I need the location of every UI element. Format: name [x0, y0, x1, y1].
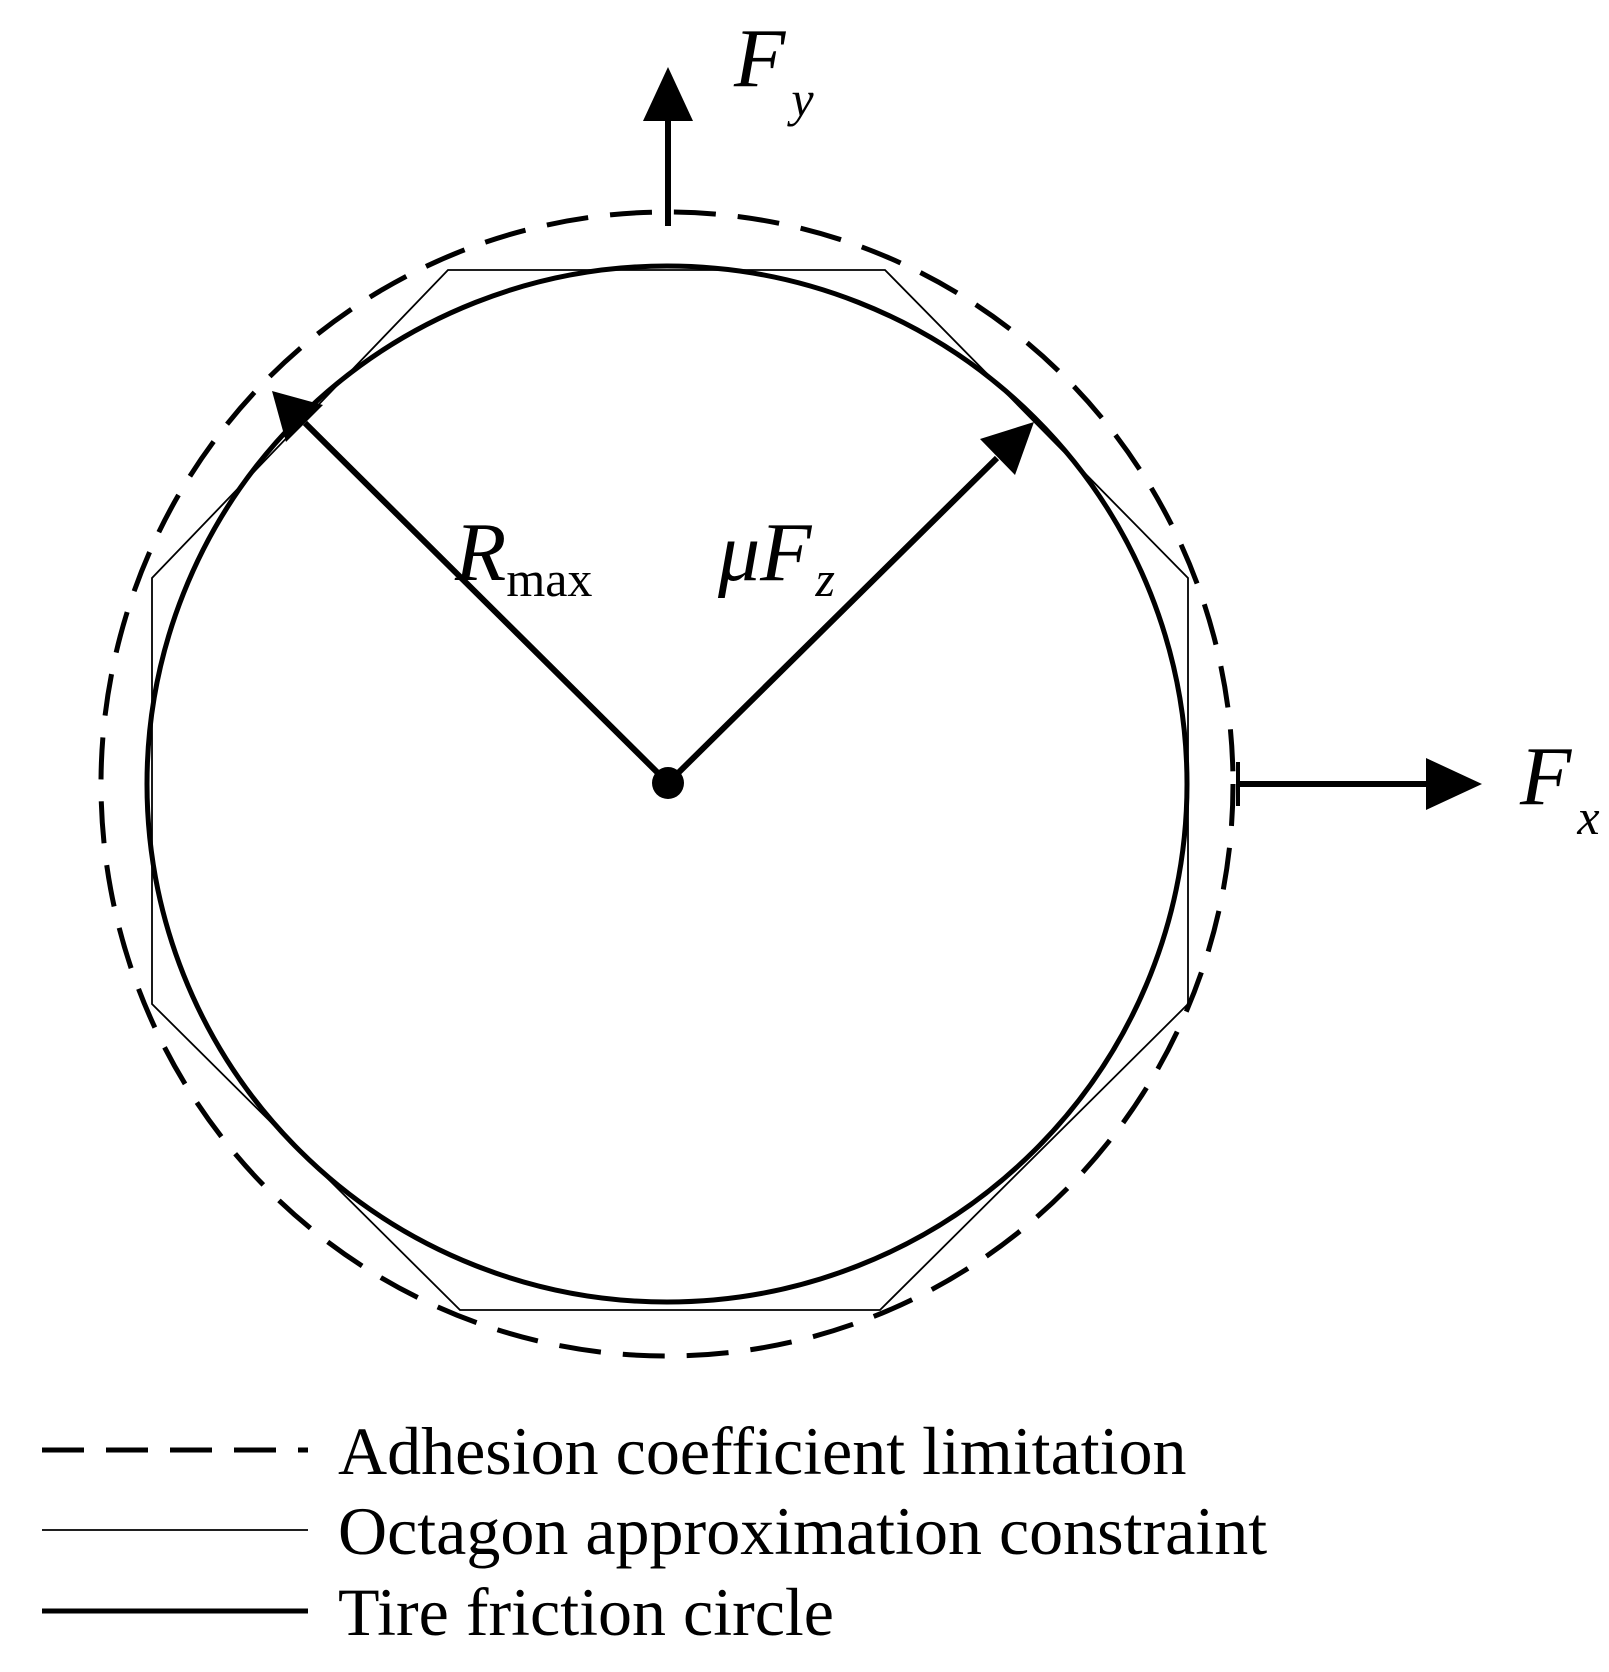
fx-arrowhead — [1426, 758, 1482, 810]
fx-label-sub: x — [1576, 789, 1599, 845]
mufz-label-mu: μ — [717, 506, 760, 599]
rmax-arrowhead — [272, 391, 323, 442]
legend: Adhesion coefficient limitation Octagon … — [42, 1413, 1267, 1650]
rmax-label-main: R — [454, 506, 506, 599]
rmax-label: Rmax — [454, 506, 592, 607]
rmax-label-sub: max — [506, 551, 592, 607]
tire-friction-circle — [144, 263, 1190, 1305]
legend-item-octagon: Octagon approximation constraint — [42, 1493, 1267, 1569]
fy-arrowhead — [643, 67, 693, 121]
legend-item-friction: Tire friction circle — [42, 1574, 834, 1650]
legend-item-adhesion: Adhesion coefficient limitation — [42, 1413, 1187, 1489]
legend-label-octagon: Octagon approximation constraint — [338, 1493, 1267, 1569]
legend-label-friction: Tire friction circle — [338, 1574, 834, 1650]
mufz-label-main: F — [759, 506, 813, 599]
fy-label-main: F — [733, 12, 787, 105]
mufz-arrowhead — [980, 422, 1034, 475]
fy-label-sub: y — [786, 71, 814, 127]
legend-label-adhesion: Adhesion coefficient limitation — [338, 1413, 1187, 1489]
fx-label-main: F — [1519, 730, 1573, 823]
mufz-label: μFz — [717, 506, 835, 607]
mufz-label-sub: z — [814, 551, 834, 607]
rmax-arrow-line — [302, 420, 671, 786]
mufz-arrow-line — [665, 455, 1000, 786]
adhesion-limit-circle — [98, 209, 1236, 1359]
